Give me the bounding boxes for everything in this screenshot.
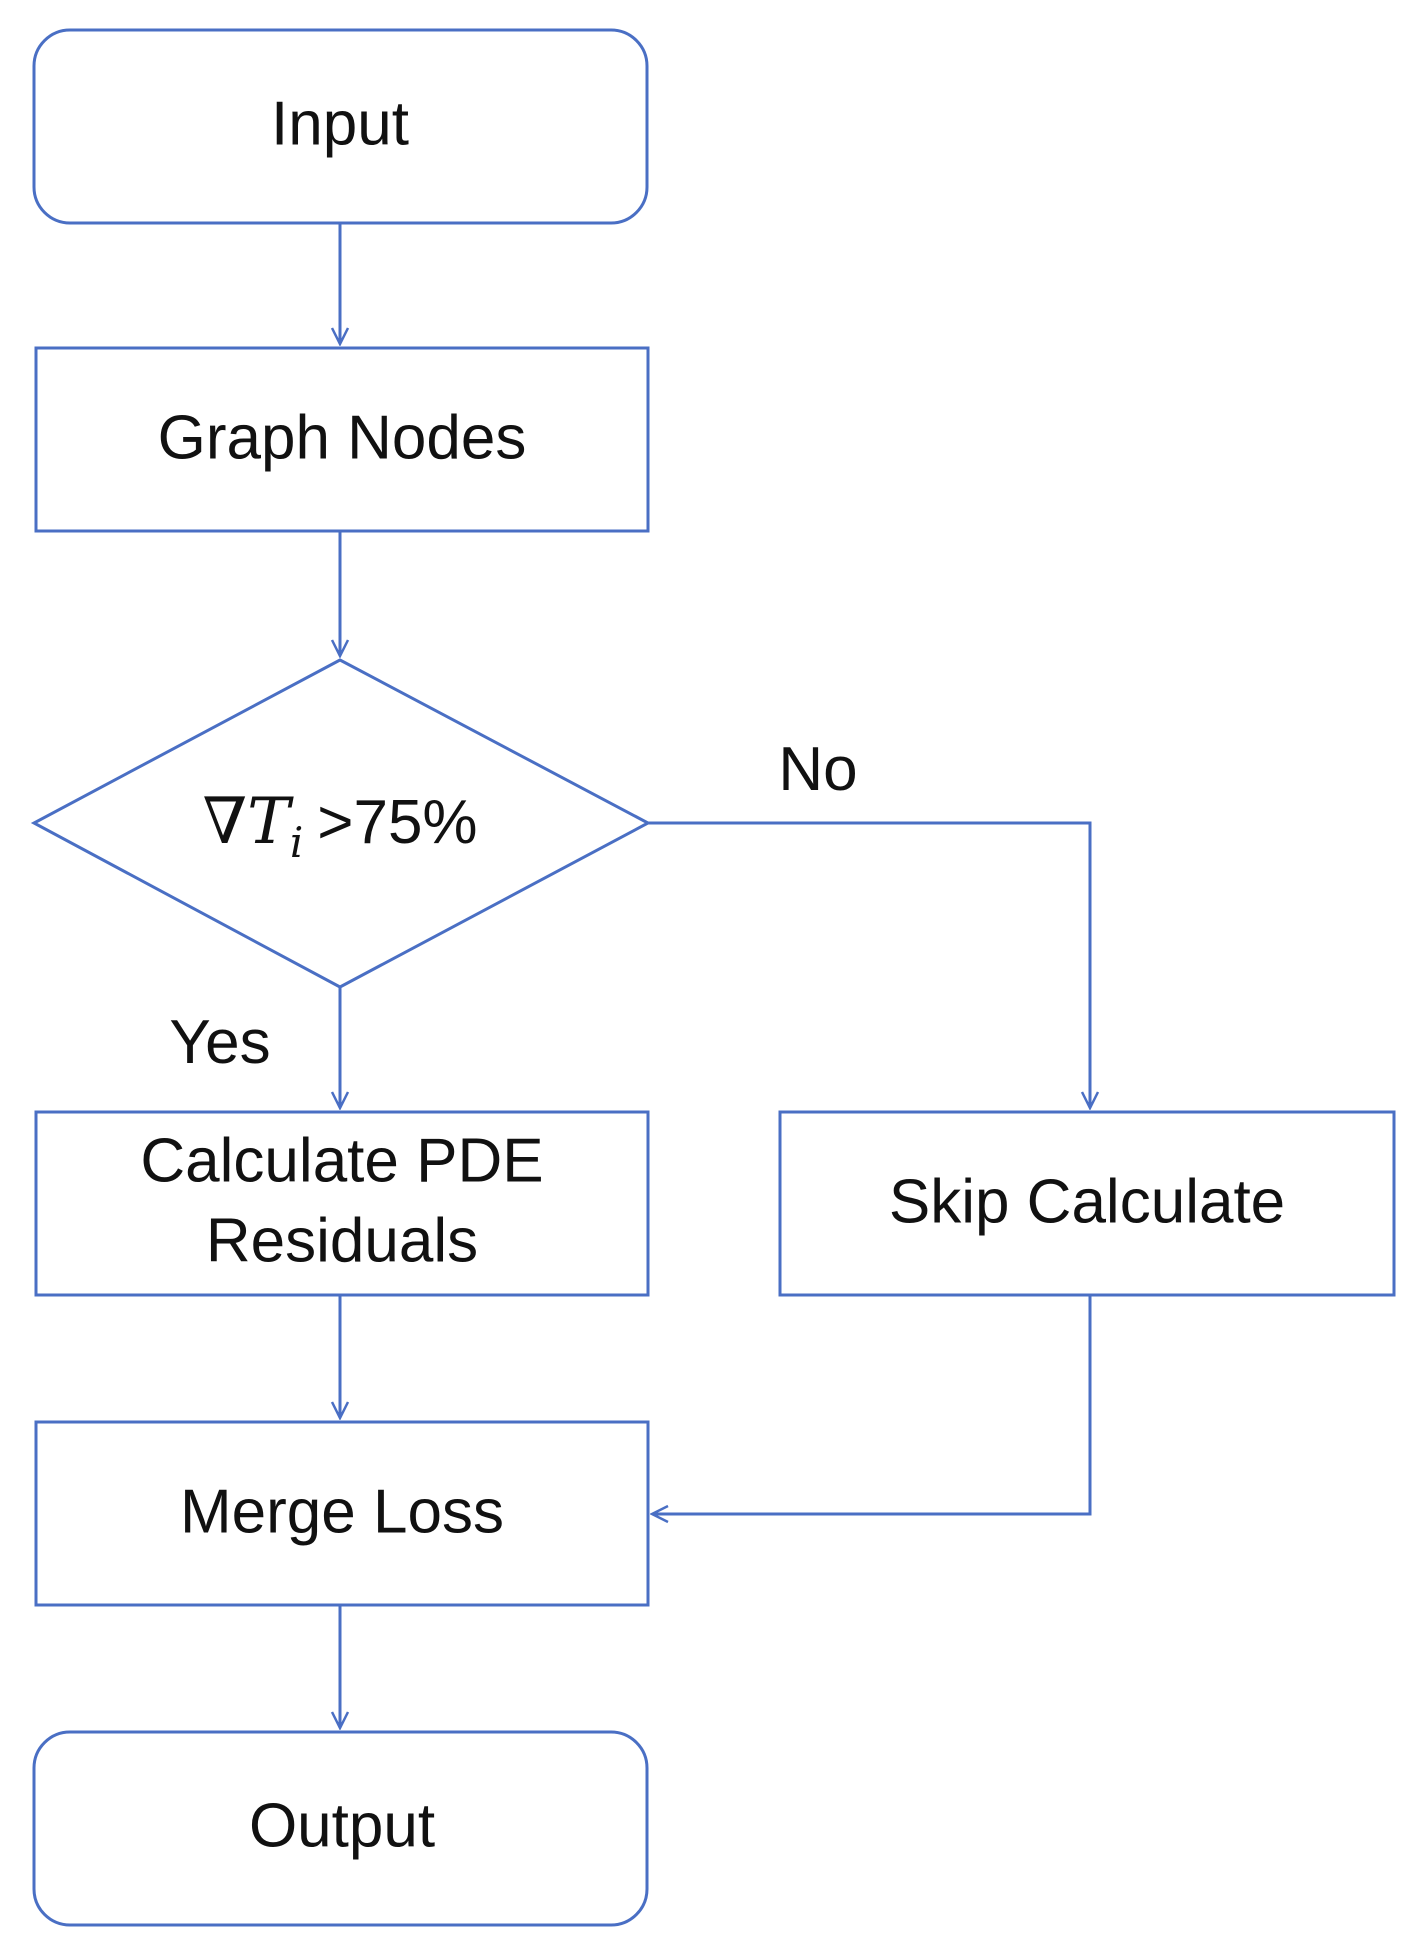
decision-label: ∇Ti >75% [202, 785, 477, 867]
merge-loss-label: Merge Loss [180, 1477, 504, 1546]
input-label: Input [271, 89, 409, 158]
temperature-symbol: T [247, 785, 294, 859]
output-label: Output [249, 1791, 435, 1860]
graph-nodes-node [34, 346, 650, 533]
nabla-symbol: ∇ [202, 785, 247, 859]
threshold-text: >75% [317, 788, 477, 857]
calculate-residuals-line1: Calculate PDE [140, 1126, 543, 1195]
edge-skip-to-merge [652, 1295, 1092, 1514]
skip-calculate-label: Skip Calculate [889, 1167, 1285, 1236]
output-node [32, 1730, 649, 1927]
no-label: No [778, 735, 857, 804]
calculate-residuals-node [34, 1110, 650, 1297]
merge-loss-node [34, 1420, 650, 1607]
skip-calculate-node [778, 1110, 1396, 1297]
graph-nodes-label: Graph Nodes [158, 403, 527, 472]
index-subscript: i [290, 818, 303, 867]
calculate-residuals-line2: Residuals [206, 1206, 478, 1275]
edge-decision-no-to-skip [648, 821, 1090, 1108]
yes-label: Yes [169, 1008, 270, 1077]
